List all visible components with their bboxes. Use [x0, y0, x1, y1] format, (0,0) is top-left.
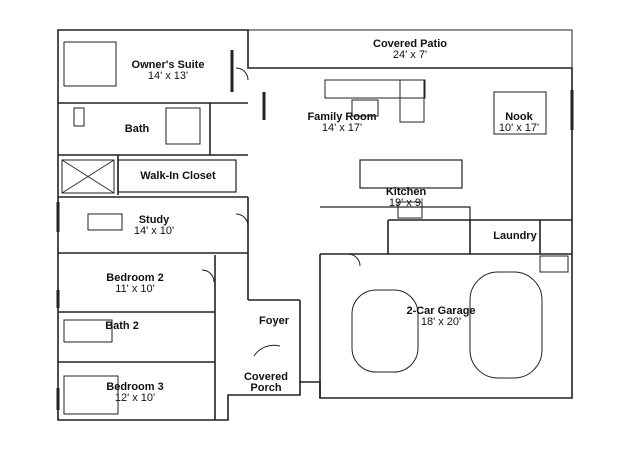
room-study: Study 14' x 10' [133, 214, 175, 237]
room-foyer: Foyer [259, 315, 289, 327]
room-family-room: Family Room 14' x 17' [307, 111, 377, 134]
washer [539, 255, 569, 273]
coffee-table [351, 99, 379, 117]
room-walk-in-closet: Walk-In Closet [140, 170, 216, 182]
room-garage: 2-Car Garage 18' x 20' [406, 305, 476, 328]
bed-bedroom3 [63, 375, 119, 415]
room-laundry: Laundry [493, 230, 537, 242]
room-covered-patio: Covered Patio 24' x 7' [373, 38, 447, 61]
study-desk [87, 213, 123, 231]
sofa [324, 79, 426, 99]
nook-table [493, 91, 547, 135]
room-owners-suite: Owner's Suite 14' x 13' [131, 59, 205, 82]
range [397, 201, 423, 219]
tub [63, 319, 113, 343]
room-bath: Bath [124, 123, 150, 135]
room-kitchen: Kitchen 19' x 9' [385, 186, 427, 209]
sofa-side [399, 79, 425, 123]
room-covered-porch: Covered Porch [243, 371, 289, 394]
room-bedroom-2: Bedroom 2 11' x 10' [106, 272, 164, 295]
patio-line [248, 29, 573, 68]
bed-owner [63, 41, 117, 87]
kitchen-counter [320, 206, 471, 220]
toilet [73, 107, 85, 127]
room-nook: Nook 10' x 17' [498, 111, 540, 134]
kitchen-island [359, 159, 463, 189]
car-left [351, 289, 419, 373]
room-bedroom-3: Bedroom 3 12' x 10' [106, 381, 164, 404]
vanity [165, 107, 201, 145]
room-bath-2: Bath 2 [105, 320, 139, 332]
car-right [469, 271, 543, 379]
